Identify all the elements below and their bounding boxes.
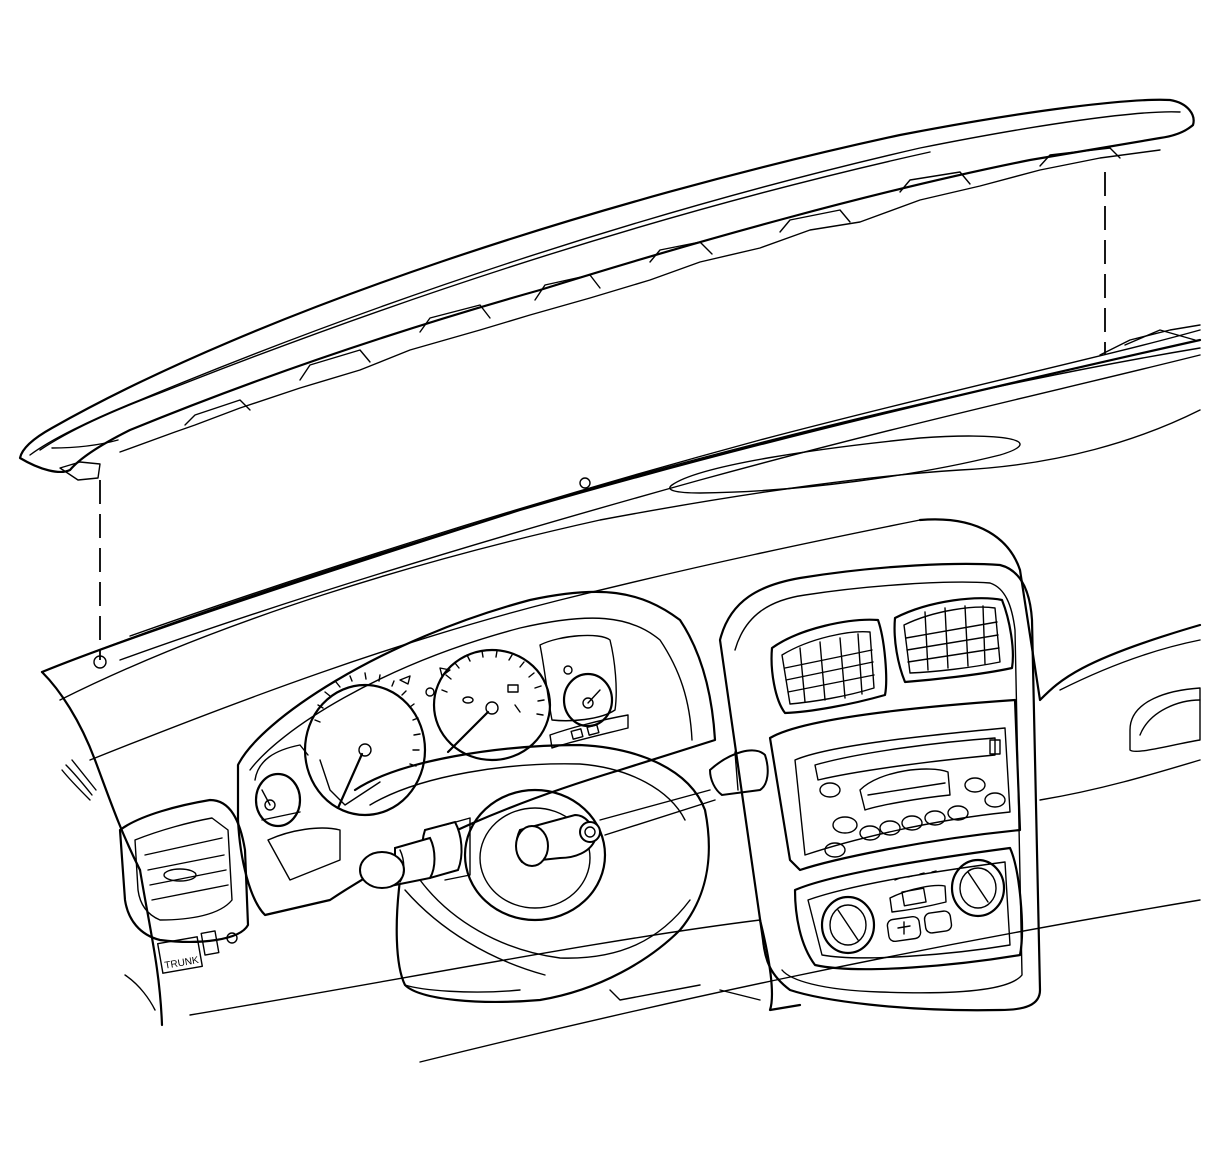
instrument-panel [40,324,1202,1063]
center-stack [718,562,1042,1012]
center-air-vents [770,597,1014,715]
steering-column [353,743,769,1003]
upper-trim-pad [18,98,1195,481]
tachometer-ticks [441,650,545,716]
radio-head-unit [768,698,1022,872]
instrument-cluster [236,590,717,917]
climate-control-panel [793,846,1024,971]
speedometer-ticks [314,672,421,767]
left-air-vent [118,798,250,943]
radio-buttons [819,777,1006,858]
